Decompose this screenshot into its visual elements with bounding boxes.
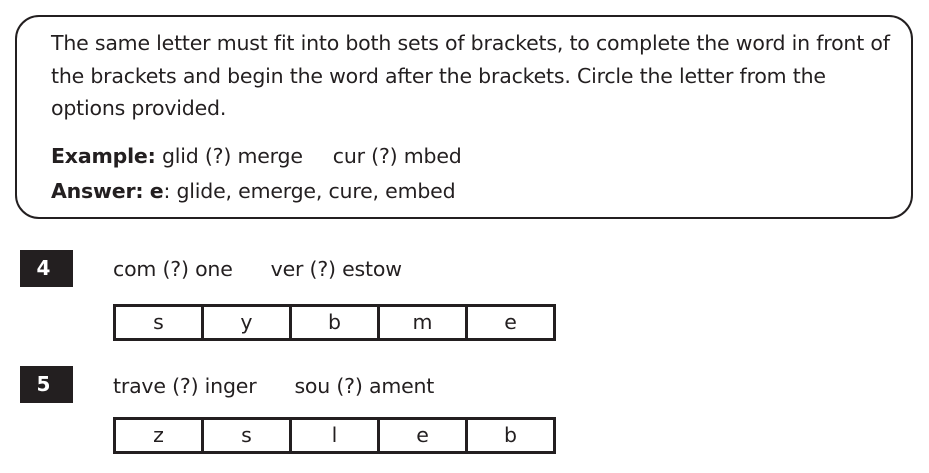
question-number: 4 bbox=[36, 256, 51, 280]
answer-options-grid: s y b m e bbox=[113, 304, 556, 341]
answer-line: Answer: e: glide, emerge, cure, embed bbox=[51, 175, 456, 207]
answer-label: Answer: bbox=[51, 179, 144, 203]
example-part1: glid (?) merge bbox=[161, 144, 303, 168]
answer-explanation: : glide, emerge, cure, embed bbox=[163, 179, 456, 203]
question-part2: ver (?) estow bbox=[270, 257, 402, 281]
answer-option[interactable]: y bbox=[204, 307, 292, 338]
question-number-badge: 5 bbox=[20, 366, 73, 403]
answer-options-grid: z s l e b bbox=[113, 417, 556, 454]
answer-option[interactable]: z bbox=[116, 420, 204, 451]
answer-option[interactable]: m bbox=[380, 307, 468, 338]
example-label: Example: bbox=[51, 144, 156, 168]
answer-letter: e bbox=[149, 179, 164, 203]
answer-option[interactable]: e bbox=[504, 310, 517, 334]
instructions-text: The same letter must fit into both sets … bbox=[51, 31, 890, 120]
answer-option[interactable]: l bbox=[292, 420, 380, 451]
question-part2: sou (?) ament bbox=[294, 374, 435, 398]
question-part1: com (?) one bbox=[113, 257, 233, 281]
answer-option[interactable]: s bbox=[204, 420, 292, 451]
question-number: 5 bbox=[36, 372, 51, 396]
question-number-badge: 4 bbox=[20, 250, 73, 287]
question-prompt: trave (?) inger sou (?) ament bbox=[113, 370, 434, 402]
answer-option[interactable]: e bbox=[380, 420, 468, 451]
question-part1: trave (?) inger bbox=[113, 374, 257, 398]
instructions-box: The same letter must fit into both sets … bbox=[15, 15, 913, 219]
answer-option[interactable]: b bbox=[503, 423, 517, 447]
example-line: Example: glid (?) merge cur (?) mbed bbox=[51, 140, 462, 172]
example-part2: cur (?) mbed bbox=[332, 144, 462, 168]
answer-option[interactable]: s bbox=[116, 307, 204, 338]
question-prompt: com (?) one ver (?) estow bbox=[113, 253, 402, 285]
answer-option[interactable]: b bbox=[292, 307, 380, 338]
